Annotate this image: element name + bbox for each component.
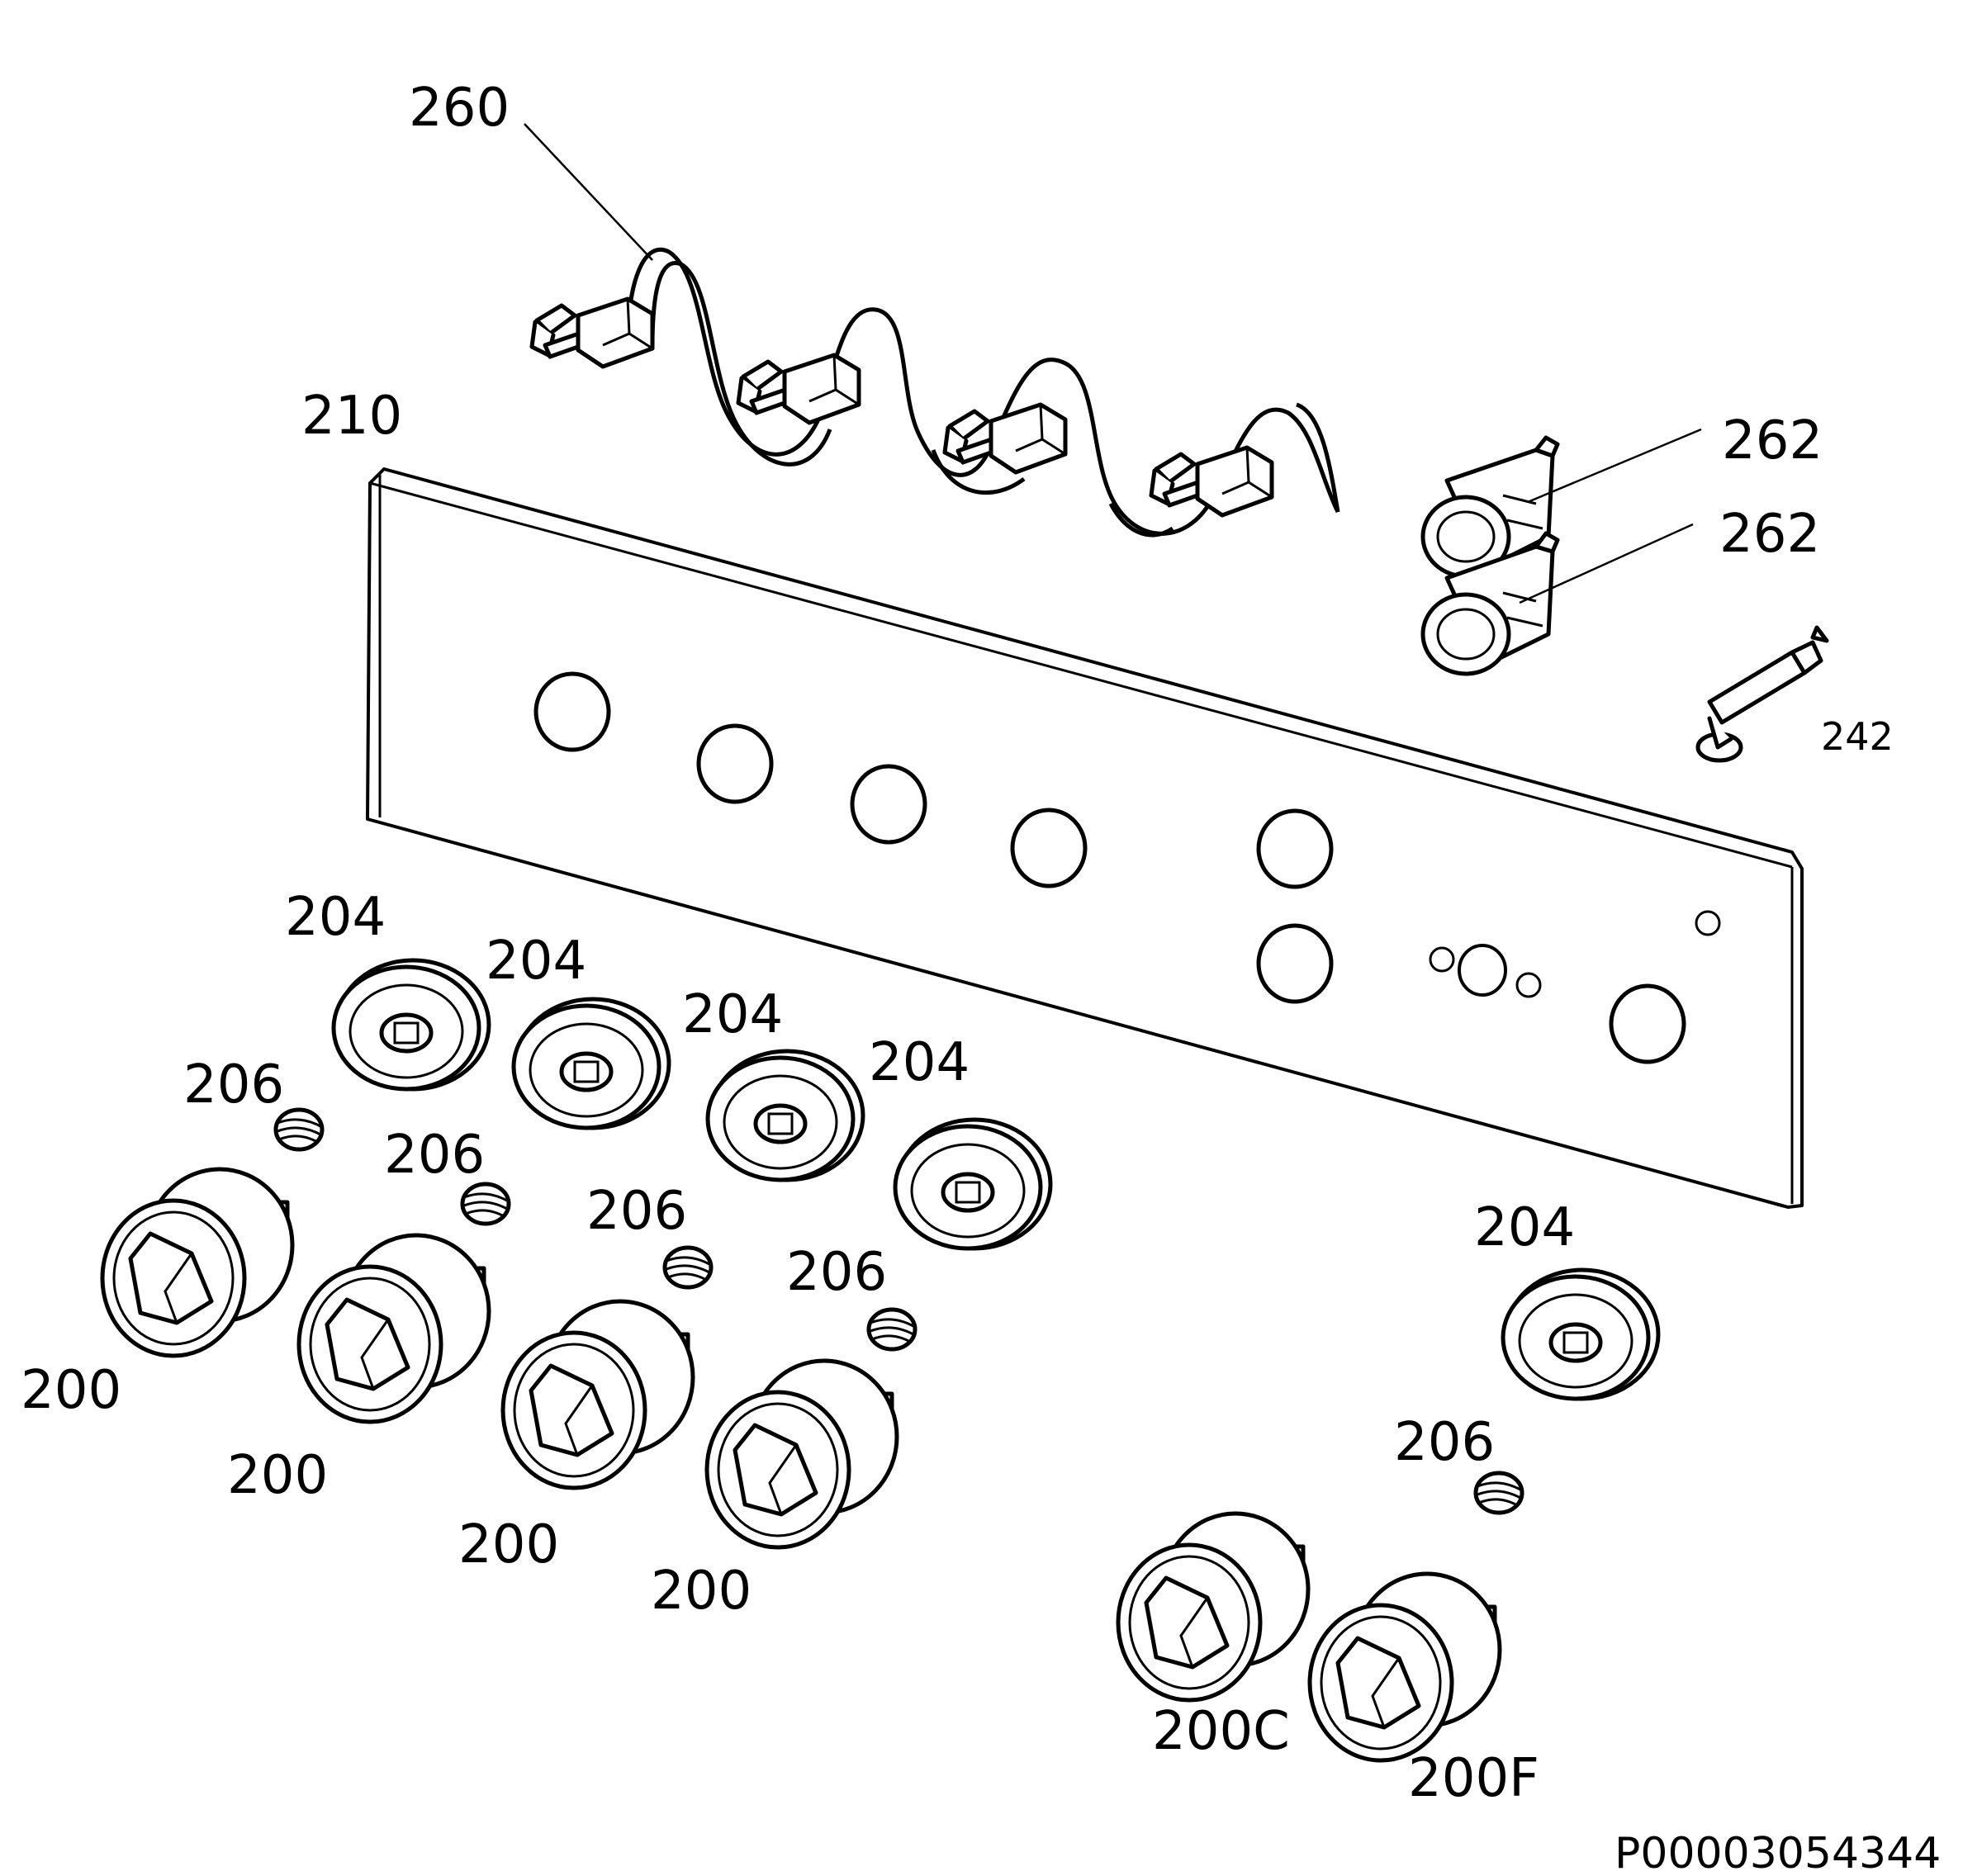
- indicator-lamps: [1420, 435, 1560, 676]
- panel-knob-holes: [533, 671, 1721, 1064]
- spring-1: [276, 1110, 322, 1149]
- knob-4: [707, 1361, 897, 1547]
- knob-200F: [1310, 1574, 1500, 1760]
- knob-3: [503, 1301, 693, 1488]
- bezel-3: [708, 1051, 863, 1180]
- bezel-2: [514, 999, 669, 1128]
- knob-2: [299, 1235, 489, 1422]
- callout-260: 260: [409, 78, 510, 139]
- callout-200-2: 200: [227, 1445, 328, 1506]
- drawing-code: P00003054344: [1615, 1829, 1941, 1876]
- callout-204-5: 204: [1474, 1197, 1575, 1258]
- spring-5: [1476, 1473, 1522, 1513]
- callout-200-3: 200: [458, 1514, 559, 1575]
- electrode: [1695, 625, 1829, 763]
- callout-200C: 200C: [1152, 1701, 1290, 1762]
- callout-204-4: 204: [869, 1032, 970, 1093]
- callout-210: 210: [301, 386, 402, 447]
- knob-1: [102, 1169, 292, 1356]
- callout-200-1: 200: [21, 1360, 121, 1421]
- callout-206-5: 206: [1394, 1412, 1495, 1473]
- callout-200-4: 200: [651, 1561, 752, 1622]
- bezel-5: [1503, 1270, 1658, 1399]
- spring-3: [665, 1248, 711, 1287]
- callout-242: 242: [1821, 714, 1894, 759]
- callout-206-2: 206: [384, 1125, 485, 1186]
- callout-262-lower: 262: [1719, 504, 1820, 565]
- callout-200F: 200F: [1408, 1748, 1539, 1809]
- spring-4: [869, 1310, 915, 1349]
- bezel-1: [334, 960, 489, 1089]
- callout-204-3: 204: [682, 984, 783, 1045]
- callout-206-1: 206: [183, 1054, 284, 1116]
- callout-262-upper: 262: [1722, 410, 1823, 471]
- callout-204-1: 204: [285, 887, 386, 948]
- bezel-4: [895, 1120, 1050, 1248]
- control-panel: [366, 467, 1804, 1209]
- callout-204-2: 204: [486, 931, 586, 992]
- knob-200C: [1118, 1514, 1308, 1700]
- igniter-harness: [532, 248, 1340, 538]
- spring-2: [462, 1184, 509, 1224]
- callout-206-4: 206: [786, 1242, 887, 1303]
- callout-206-3: 206: [586, 1181, 687, 1242]
